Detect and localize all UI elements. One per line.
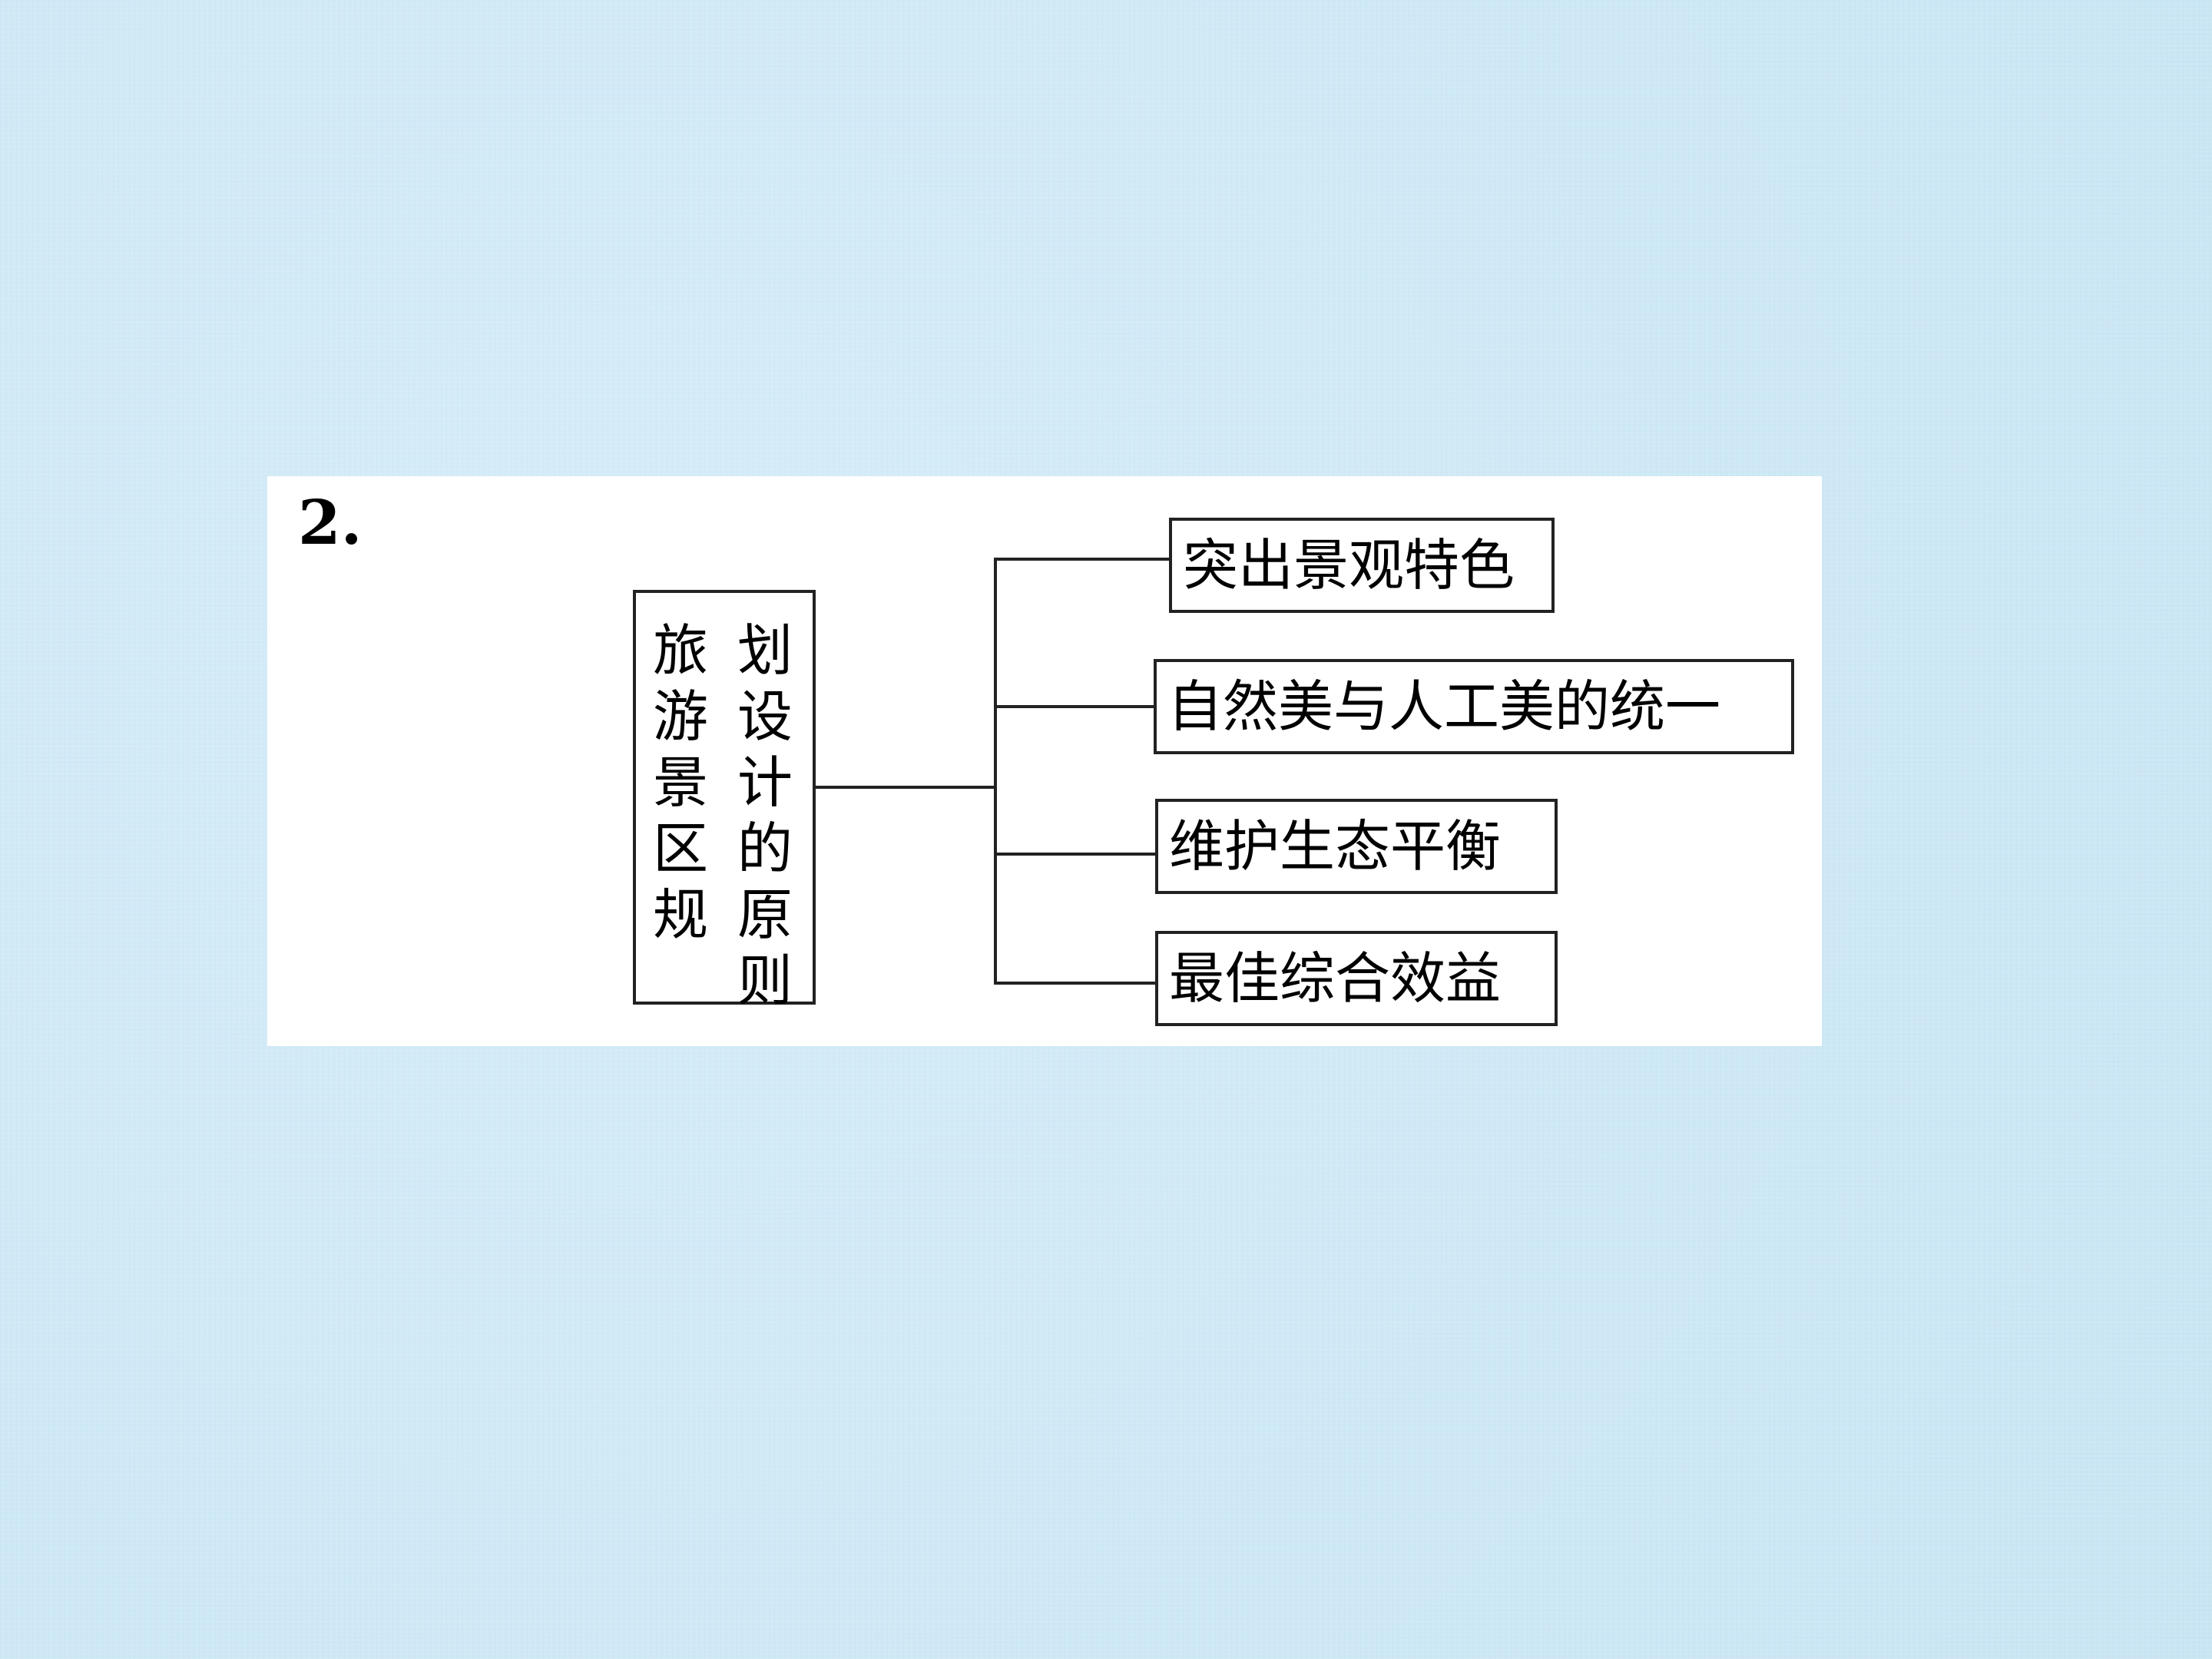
root-node: 旅游景区规 划设计的原则	[633, 590, 816, 1013]
diagram-panel: 2. 旅游景区规 划设计的原则 突出景观特色 自然美与人工美的统一 维护生态平衡…	[267, 476, 1822, 1046]
item-number: 2.	[298, 486, 363, 558]
leaf-node-3: 维护生态平衡	[1155, 799, 1558, 894]
root-text-line-2: 划设计的原则	[737, 618, 793, 1013]
leaf-node-2: 自然美与人工美的统一	[1154, 659, 1794, 754]
leaf-node-4: 最佳综合效益	[1155, 931, 1558, 1026]
root-text-line-1: 旅游景区规	[652, 618, 708, 947]
leaf-node-1: 突出景观特色	[1169, 518, 1555, 613]
connector-lines	[816, 558, 1169, 985]
